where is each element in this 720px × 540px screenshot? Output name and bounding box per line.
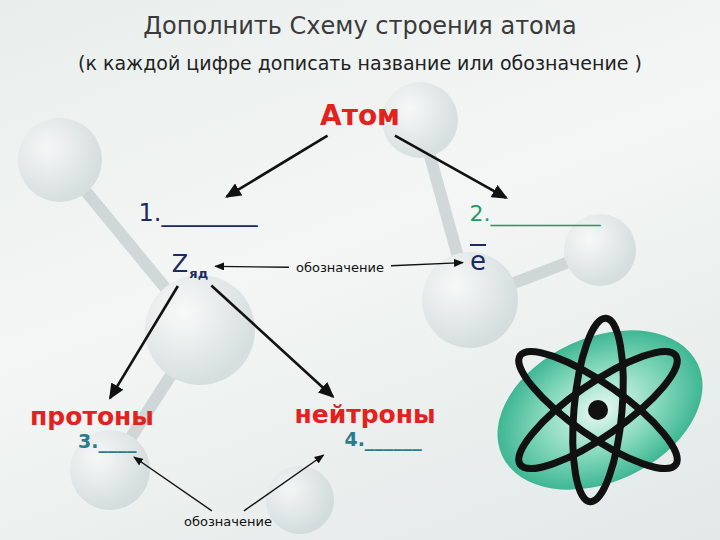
arrow-connector bbox=[391, 263, 463, 266]
node-text: e bbox=[470, 247, 486, 277]
subtitle-note: (к каждой цифре дописать название или об… bbox=[0, 52, 720, 74]
node-text: обозначение bbox=[184, 515, 272, 530]
node-text: 2.__________ bbox=[470, 201, 601, 226]
slide-title: Дополнить Схему строения атома bbox=[0, 12, 720, 40]
root-term: Атом bbox=[316, 98, 404, 134]
node-text: Z bbox=[172, 251, 188, 279]
arrow-connector bbox=[215, 266, 289, 268]
blank-answer: 2.__________ bbox=[466, 199, 605, 228]
node-text: протоны bbox=[30, 403, 154, 432]
symbol-label: e bbox=[466, 245, 490, 279]
node-text: 1.________ bbox=[139, 200, 258, 228]
arrow-connector bbox=[395, 136, 506, 198]
arrow-connector bbox=[134, 457, 212, 511]
node-subtext: яд bbox=[189, 267, 208, 282]
particle-term: протоны3.____ bbox=[26, 401, 158, 456]
arrow-connector bbox=[110, 286, 178, 398]
arrow-connector bbox=[211, 285, 333, 396]
symbol-label: Zяд bbox=[168, 249, 212, 284]
atom-symbol bbox=[472, 299, 720, 521]
arrow-connector bbox=[244, 455, 324, 511]
node-text: Атом bbox=[320, 100, 400, 132]
node-text: обозначение bbox=[296, 261, 384, 276]
node-subtext: 3.____ bbox=[78, 431, 154, 453]
hint-label: обозначение bbox=[180, 513, 276, 532]
hint-label: обозначение bbox=[292, 259, 388, 278]
blank-answer: 1.________ bbox=[135, 198, 262, 230]
node-subtext: 4.______ bbox=[344, 429, 435, 451]
node-text: нейтроны bbox=[294, 401, 435, 430]
arrow-connector bbox=[227, 136, 328, 197]
particle-term: нейтроны4.______ bbox=[290, 399, 439, 454]
